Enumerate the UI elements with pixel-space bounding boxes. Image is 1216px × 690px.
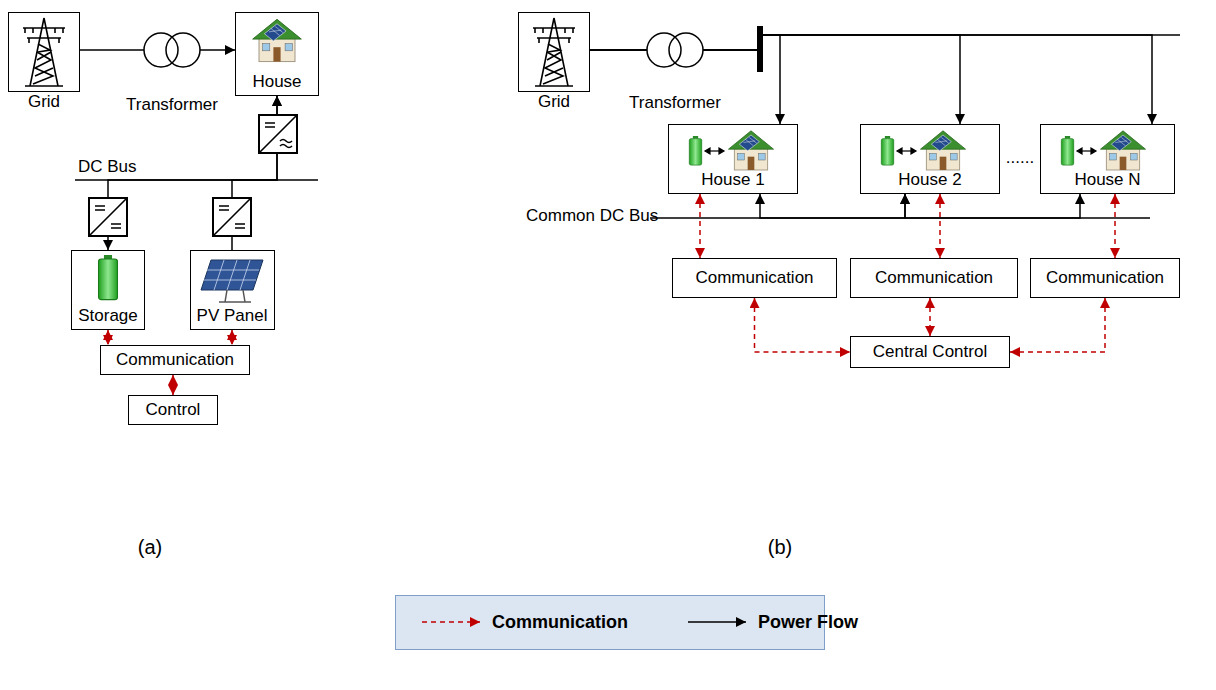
art-path [1077,148,1096,154]
communication-link [1010,298,1105,352]
communication-sample [422,621,480,623]
ellipsis: ...... [1006,148,1034,168]
component-label: Transformer [126,95,218,115]
art-use [1061,136,1073,165]
storage-box: Storage [71,250,145,330]
bus-label: DC Bus [78,157,137,177]
node-text: House [252,72,301,92]
panel-label: (b) [768,535,792,559]
transformer-symbol [647,33,703,67]
communication-box: Communication [672,258,837,298]
power-flow [590,35,960,124]
art-use [1101,131,1146,170]
node-text: PV Panel [197,306,268,326]
node-text: Grid [28,92,60,112]
communication-link [929,298,931,336]
art-use [881,136,893,165]
legend-box: CommunicationPower Flow [395,595,825,650]
grid-frame [518,12,590,92]
house-box: House 2 [860,124,1000,194]
node-text: House 1 [701,170,764,190]
inverter-symbol [259,115,297,153]
node-text: Communication [1046,268,1164,288]
power-flow [905,194,1080,218]
legend-text: Power Flow [758,612,858,633]
house-box: House N [1040,124,1175,194]
pv-panel-box: PV Panel [190,250,275,330]
control-box: Control [128,395,218,425]
legend-sample [686,614,750,630]
common-dc-bus [650,217,1150,219]
converter-symbol [89,198,127,236]
node-text: Communication [116,350,234,370]
tower-icon [533,18,575,86]
node-text: Central Control [873,342,987,362]
node-text: Storage [78,306,138,326]
communication-link [172,375,174,395]
house-icon [253,19,302,61]
art-circle [669,33,703,67]
house-unit-icons [689,131,1145,170]
communication-box: Communication [1030,258,1180,298]
pv-icon [201,260,263,302]
converter-symbol [213,198,251,236]
communication-link [699,194,701,258]
node-text: Communication [695,268,813,288]
legend-sample [420,614,484,630]
bus-bar [757,26,763,72]
house-box: House [235,12,319,96]
art-g [705,148,1096,154]
communication-link [107,330,109,345]
ac-bus [760,34,1180,36]
communication-link [755,298,851,352]
art-use [921,131,966,170]
central-control-box: Central Control [850,336,1010,368]
art-circle [144,33,178,67]
dc-bus [75,179,318,181]
node-text: Communication [875,268,993,288]
art-use [689,136,701,165]
grid-frame [8,12,80,92]
node-text: House N [1074,170,1140,190]
power-flow [760,194,905,218]
art-circle [669,33,703,67]
node-text: House 2 [898,170,961,190]
communication-link [939,194,941,258]
grid-box: Grid [8,12,80,116]
communication-link [1114,194,1116,258]
art-circle [166,33,200,67]
legend-entry: Power Flow [686,596,858,648]
legend-text: Communication [492,612,628,633]
node-text: Grid [538,92,570,112]
art-path [897,148,916,154]
art-circle [647,33,681,67]
power-flow-sample [688,621,746,623]
art-circle [166,33,200,67]
battery-icon [99,255,118,300]
communication-link [231,330,233,345]
tower-icon [23,18,65,86]
component-label: Transformer [629,93,721,113]
communication-box: Communication [100,345,250,375]
node-text: Control [146,400,201,420]
house-box: House 1 [668,124,798,194]
bus-label: Common DC Bus [526,206,658,226]
art-path [705,148,724,154]
communication-box: Communication [850,258,1018,298]
panel-label: (a) [138,535,162,559]
grid-box: Grid [518,12,590,116]
transformer-symbol [144,33,200,67]
legend-entry: Communication [420,596,628,648]
art-use [729,131,774,170]
